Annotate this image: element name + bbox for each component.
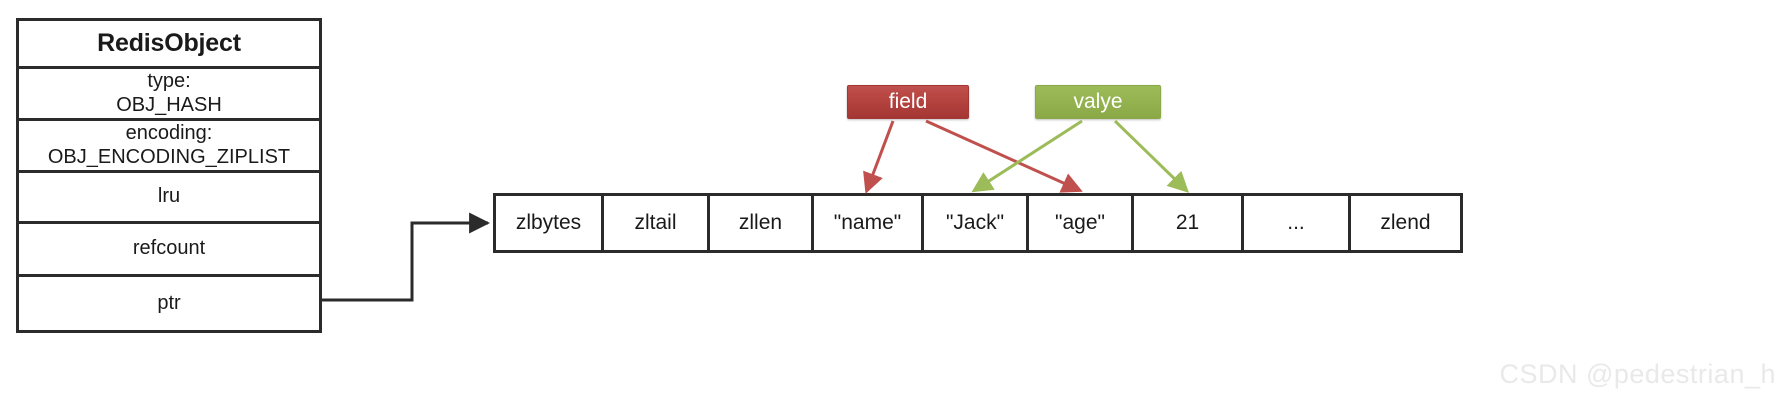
redis-object-struct: RedisObject type: OBJ_HASH encoding: OBJ… xyxy=(16,18,322,333)
ptr-to-ziplist-connector xyxy=(322,212,491,302)
redis-object-ptr-row: ptr xyxy=(19,277,319,330)
ziplist-cell-label: zlend xyxy=(1380,211,1431,234)
ziplist-cell-label: "name" xyxy=(833,211,902,234)
field-to-age-arrow xyxy=(925,119,1083,193)
ziplist-cell-entry-ellipsis: ... xyxy=(1244,196,1351,250)
ziplist-cell-entry-21-value: 21 xyxy=(1134,196,1244,250)
field-to-name-arrow xyxy=(863,120,895,194)
ziplist-cell-label: ... xyxy=(1287,211,1305,234)
encoding-label: encoding: xyxy=(125,121,213,144)
ziplist-cell-label: zltail xyxy=(634,211,677,234)
ziplist-cell-label: zllen xyxy=(738,211,783,234)
encoding-value: OBJ_ENCODING_ZIPLIST xyxy=(47,145,291,168)
ziplist-cell-label: "Jack" xyxy=(945,211,1005,234)
ziplist-cell-label: zlbytes xyxy=(515,211,582,234)
csdn-watermark: CSDN @pedestrian_h xyxy=(1499,359,1776,389)
redis-object-encoding-row: encoding: OBJ_ENCODING_ZIPLIST xyxy=(19,121,319,173)
legend-value-label: valye xyxy=(1073,90,1123,113)
type-label: type: xyxy=(147,69,191,92)
ziplist-cell-entry-name-key: "name" xyxy=(814,196,924,250)
ziplist-table: zlbytes zltail zllen "name" "Jack" "age" 21...… xyxy=(493,193,1463,253)
refcount-label: refcount xyxy=(132,237,206,260)
ziplist-cell-entry-age-key: "age" xyxy=(1029,196,1134,250)
redis-object-type-row: type: OBJ_HASH xyxy=(19,69,319,121)
value-to-21-arrow xyxy=(1113,119,1190,193)
ziplist-cell-zllen: zllen xyxy=(710,196,814,250)
ziplist-cell-zltail: zltail xyxy=(604,196,710,250)
legend-chip-field: field xyxy=(847,85,969,119)
value-to-jack-arrow xyxy=(971,119,1083,193)
type-value: OBJ_HASH xyxy=(116,93,222,116)
lru-label: lru xyxy=(157,185,181,208)
redis-object-title: RedisObject xyxy=(19,21,319,69)
redis-object-title-label: RedisObject xyxy=(97,28,241,57)
legend-field-label: field xyxy=(888,90,928,113)
ziplist-cell-label: 21 xyxy=(1175,211,1200,234)
redis-object-lru-row: lru xyxy=(19,173,319,224)
legend-chip-value: valye xyxy=(1035,85,1161,119)
redis-object-refcount-row: refcount xyxy=(19,224,319,277)
ziplist-cell-zlbytes: zlbytes xyxy=(496,196,604,250)
ziplist-cell-zlend: zlend xyxy=(1351,196,1460,250)
ziplist-cell-label: "age" xyxy=(1055,211,1105,234)
ptr-label: ptr xyxy=(157,291,181,314)
ziplist-cell-entry-jack-value: "Jack" xyxy=(924,196,1029,250)
